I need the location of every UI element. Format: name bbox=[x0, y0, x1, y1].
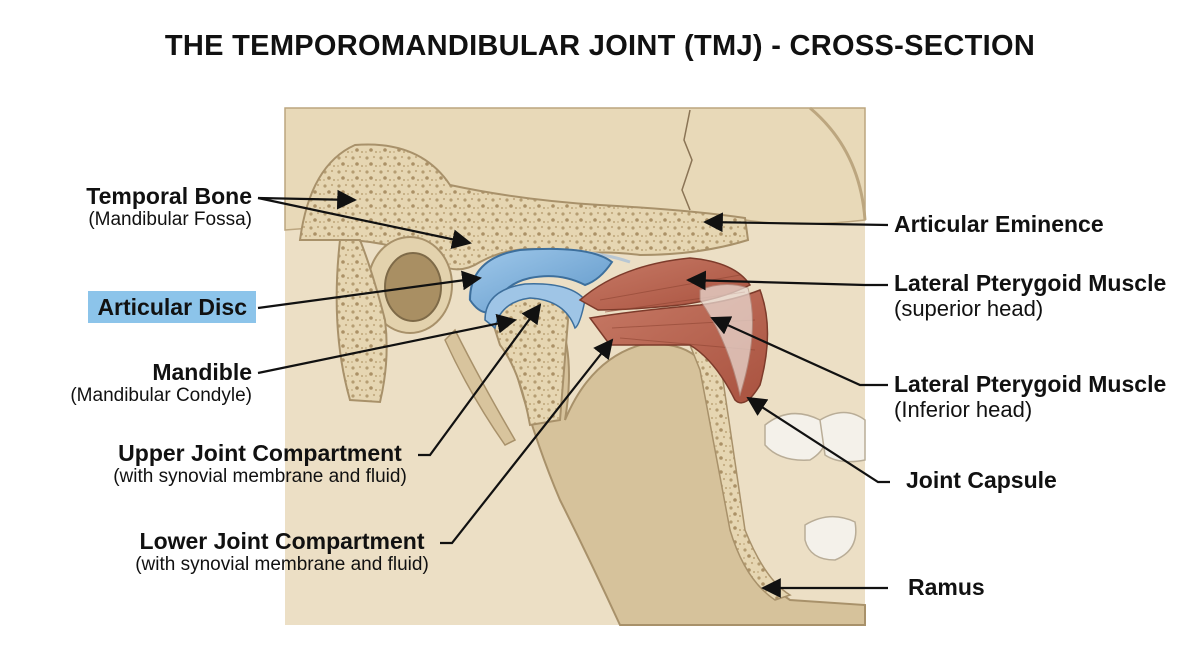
ramus-name: Ramus bbox=[908, 574, 985, 600]
upper-compartment-sub: (with synovial membrane and fluid) bbox=[113, 466, 407, 488]
orbit-edge bbox=[809, 106, 867, 221]
leader-mandible bbox=[257, 313, 517, 375]
leader-capsule bbox=[746, 396, 890, 484]
temporal-bone-sub: (Mandibular Fossa) bbox=[88, 209, 252, 231]
leader-lines bbox=[257, 189, 890, 598]
lpm-superior-sub: (superior head) bbox=[894, 296, 1044, 322]
label-lpm-inferior: Lateral Pterygoid Muscle (Inferior head) bbox=[894, 371, 1166, 423]
label-articular-eminence: Articular Eminence bbox=[894, 211, 1104, 237]
upper-compartment-name: Upper Joint Compartment bbox=[118, 440, 402, 466]
articular-disc-lower-band bbox=[484, 283, 586, 330]
mandible-name: Mandible bbox=[152, 359, 252, 385]
lpm-inferior-name: Lateral Pterygoid Muscle bbox=[894, 371, 1167, 397]
lower-compartment-name: Lower Joint Compartment bbox=[139, 528, 425, 554]
label-upper-compartment: Upper Joint Compartment (with synovial m… bbox=[100, 440, 420, 488]
leader-lower bbox=[440, 338, 614, 545]
mandible-sub: (Mandibular Condyle) bbox=[70, 385, 252, 407]
leader-upper bbox=[418, 303, 542, 457]
label-lpm-superior: Lateral Pterygoid Muscle (superior head) bbox=[894, 270, 1166, 322]
articular-eminence-name: Articular Eminence bbox=[894, 211, 1104, 237]
lpm-inferior-sub: (Inferior head) bbox=[894, 397, 1033, 423]
lpm-superior-name: Lateral Pterygoid Muscle bbox=[894, 270, 1167, 296]
leader-lpm-inf bbox=[710, 316, 888, 387]
joint-capsule-name: Joint Capsule bbox=[906, 467, 1057, 493]
label-articular-disc: Articular Disc bbox=[88, 291, 256, 324]
leader-temporal-1 bbox=[257, 189, 357, 210]
label-mandible: Mandible (Mandibular Condyle) bbox=[70, 359, 252, 407]
cranial-suture bbox=[681, 109, 693, 211]
label-lower-compartment: Lower Joint Compartment (with synovial m… bbox=[122, 528, 442, 576]
leader-eminence bbox=[703, 212, 889, 233]
teeth bbox=[764, 411, 866, 561]
leader-disc bbox=[257, 270, 482, 310]
leader-lpm-sup bbox=[686, 270, 888, 291]
mastoid-process bbox=[335, 239, 388, 404]
leader-temporal-2 bbox=[257, 196, 472, 249]
temporal-bone-name: Temporal Bone bbox=[86, 183, 252, 209]
page-title: THE TEMPOROMANDIBULAR JOINT (TMJ) - CROS… bbox=[164, 30, 1036, 62]
articular-disc-name: Articular Disc bbox=[88, 291, 256, 324]
lower-compartment-sub: (with synovial membrane and fluid) bbox=[135, 554, 429, 576]
label-joint-capsule: Joint Capsule bbox=[906, 467, 1057, 493]
label-ramus: Ramus bbox=[908, 574, 985, 600]
ear-canal bbox=[367, 236, 453, 334]
label-temporal-bone: Temporal Bone (Mandibular Fossa) bbox=[86, 183, 252, 231]
